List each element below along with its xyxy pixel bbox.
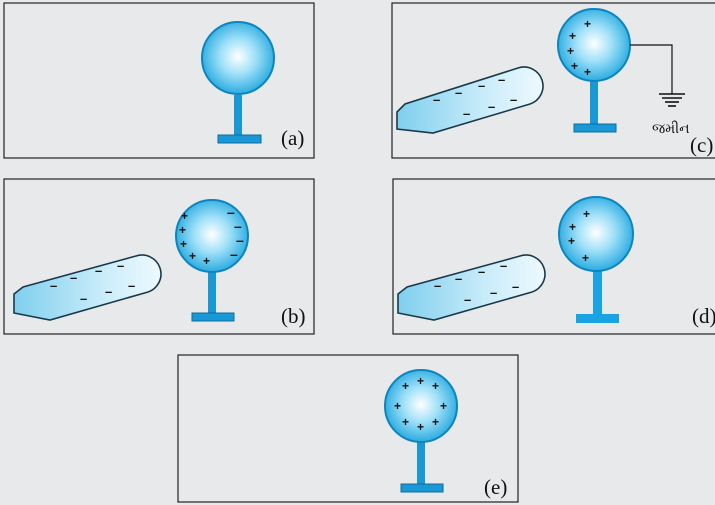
metal-sphere [201, 21, 275, 95]
minus-sign: – [234, 218, 242, 234]
minus-sign: – [500, 258, 507, 273]
plus-sign: + [417, 374, 424, 388]
minus-sign: – [455, 85, 462, 100]
sphere-charges: + + + + [568, 207, 590, 265]
ground-wire [630, 44, 673, 94]
panel-label: (c) [690, 133, 713, 157]
plus-sign: + [582, 251, 589, 265]
minus-sign: – [434, 278, 441, 293]
minus-sign: – [230, 246, 238, 262]
sphere-charges: + + + + + – – – – [179, 204, 244, 268]
metal-sphere [558, 196, 634, 272]
stand-post [208, 268, 216, 315]
minus-sign: – [478, 264, 485, 279]
stand-post [590, 80, 598, 126]
minus-sign: – [117, 258, 124, 273]
stand-base [191, 312, 235, 322]
stand-base [400, 483, 444, 493]
plus-sign: + [402, 415, 409, 429]
panel-label: (a) [281, 126, 304, 150]
stand-post [417, 438, 425, 486]
stand-base [573, 123, 617, 133]
earth-connection: જમીન [630, 44, 690, 137]
minus-sign: – [128, 278, 135, 293]
plus-sign: + [432, 379, 439, 393]
charged-rod [13, 254, 162, 321]
panel-d-border [392, 178, 715, 335]
sphere-stand [573, 80, 617, 133]
panel-b-border [3, 178, 315, 335]
stand-post [593, 267, 602, 315]
minus-sign: – [478, 78, 485, 93]
panel-c-border [391, 2, 715, 159]
plus-sign: + [179, 223, 186, 237]
minus-sign: – [236, 232, 244, 248]
minus-sign: – [490, 285, 497, 300]
plus-sign: + [417, 420, 424, 434]
panel-b: – – – – – – – + + + + + – – – – (b) [3, 178, 315, 335]
panel-label: (b) [281, 304, 306, 328]
panel-label: (d) [692, 304, 715, 328]
panel-a-border [3, 2, 315, 159]
sphere-stand [576, 267, 619, 323]
plus-sign: + [583, 207, 590, 221]
minus-sign: – [463, 106, 470, 121]
plus-sign: + [432, 415, 439, 429]
charged-rod [396, 66, 544, 134]
minus-sign: – [498, 72, 505, 87]
ground-icon [659, 93, 685, 107]
plus-sign: + [180, 237, 187, 251]
minus-sign: – [510, 92, 517, 107]
plus-sign: + [568, 234, 575, 248]
sphere-stand [400, 438, 444, 493]
sphere-charges: + + + + + + + + [394, 374, 447, 434]
minus-sign: – [95, 263, 102, 278]
rod-charges: – – – – – – – [433, 72, 517, 121]
minus-sign: – [70, 270, 77, 285]
plus-sign: + [440, 399, 447, 413]
plus-sign: + [567, 44, 574, 58]
stand-base [576, 314, 619, 323]
plus-sign: + [569, 29, 576, 43]
plus-sign: + [584, 17, 591, 31]
rod-charges: – – – – – – – [434, 258, 519, 307]
plus-sign: + [189, 249, 196, 263]
panel-c: – – – – – – – + + + + + [391, 2, 715, 159]
minus-sign: – [105, 284, 112, 299]
plus-sign: + [402, 379, 409, 393]
panel-d: – – – – – – – + + + + (d) [392, 178, 715, 335]
plus-sign: + [203, 254, 210, 268]
minus-sign: – [80, 291, 87, 306]
plus-sign: + [584, 65, 591, 79]
ground-label: જમીન [652, 121, 690, 137]
minus-sign: – [433, 92, 440, 107]
panel-e: + + + + + + + + (e) [177, 354, 519, 503]
minus-sign: – [464, 292, 471, 307]
charged-rod [397, 254, 546, 321]
sphere-stand [191, 268, 235, 322]
minus-sign: – [455, 271, 462, 286]
sphere-stand [217, 95, 262, 144]
minus-sign: – [512, 279, 519, 294]
minus-sign: – [227, 204, 235, 220]
rod-charges: – – – – – – – [50, 258, 135, 306]
stand-post [234, 95, 242, 137]
panel-a: (a) [3, 2, 315, 159]
minus-sign: – [50, 278, 57, 293]
plus-sign: + [569, 220, 576, 234]
plus-sign: + [394, 399, 401, 413]
sphere-charges: + + + + + [567, 17, 591, 79]
metal-sphere [384, 369, 458, 443]
panel-e-border [177, 354, 519, 503]
metal-sphere [175, 199, 249, 273]
panel-label: (e) [484, 475, 507, 499]
stand-base [217, 134, 262, 144]
plus-sign: + [571, 59, 578, 73]
minus-sign: – [488, 99, 495, 114]
plus-sign: + [181, 209, 188, 223]
